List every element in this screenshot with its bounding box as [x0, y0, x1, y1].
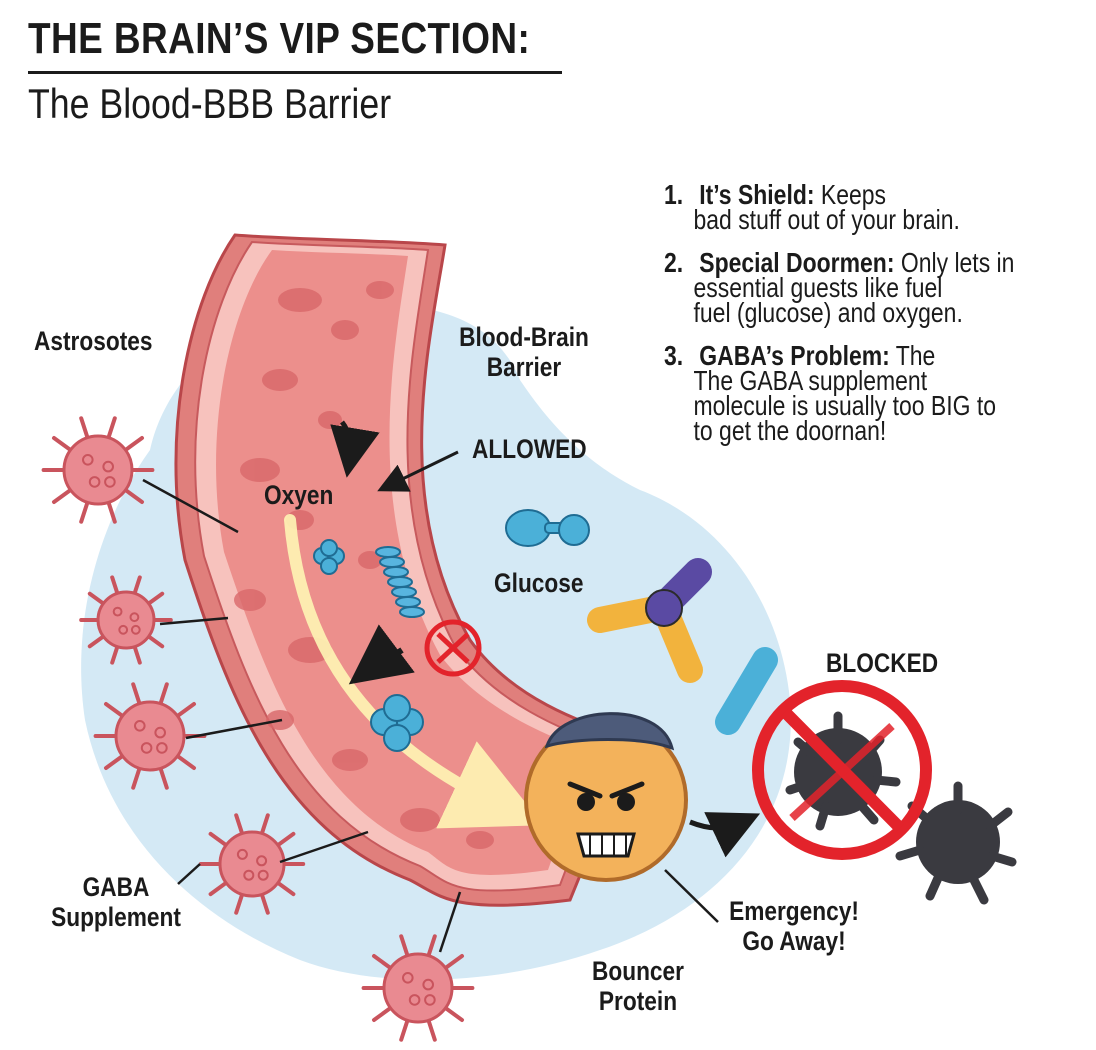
oxygen-molecule-icon-large [370, 694, 424, 752]
label-bouncer-line1: Bouncer [591, 956, 685, 986]
label-glucose: Glucose [494, 568, 584, 598]
flow-arrow [284, 514, 544, 829]
list-item-number: 1. [664, 179, 684, 210]
list-item-number: 2. [664, 247, 684, 278]
explanation-list: 1. It’s Shield: Keeps bad stuff out of y… [664, 179, 1090, 461]
no-entry-icon [424, 619, 482, 677]
virus-icon-second [895, 781, 1017, 905]
label-bouncer-line2: Protein [598, 986, 678, 1016]
blocked-sign-icon [752, 680, 932, 860]
list-item: 3. GABA’s Problem: The The GABA suppleme… [664, 340, 1090, 446]
gaba-molecule-icon [587, 558, 712, 683]
label-astrocytes: Astrosotes [34, 326, 153, 356]
label-bouncer-protein: Bouncer Protein [562, 956, 713, 1016]
oxygen-molecule-icon [313, 539, 345, 575]
list-item-heading: Special Doormen: [699, 247, 895, 278]
label-emergency-line1: Emergency! [729, 896, 859, 926]
list-item-continuation: bad stuff out of your brain. [693, 204, 960, 235]
label-gaba-line1: GABA [82, 872, 150, 902]
astrocyte-icon [198, 813, 306, 915]
oxygen-entry-arrow [330, 420, 380, 478]
label-emergency-line2: Go Away! [742, 926, 846, 956]
list-item-number: 3. [664, 340, 684, 371]
label-oxygen: Oxyen [264, 480, 334, 510]
astrocytes [41, 416, 475, 1042]
astrocyte-icon [93, 682, 207, 790]
list-item-heading: GABA’s Problem: [699, 340, 890, 371]
inward-arrow [348, 624, 415, 685]
glucose-molecule-icon [505, 509, 590, 547]
page-title: THE BRAIN’S VIP SECTION: [28, 14, 531, 63]
list-item-text: The [889, 340, 936, 371]
list-item-heading: It’s Shield: [699, 179, 815, 210]
eject-arrow [689, 812, 761, 858]
label-gaba-line2: Supplement [51, 902, 181, 932]
allowed-pointer-arrow [377, 450, 459, 492]
list-item-text: Only lets in [894, 247, 1015, 278]
astrocyte-icon [41, 416, 155, 524]
label-emergency: Emergency! Go Away! [718, 896, 869, 956]
label-blocked: BLOCKED [826, 648, 939, 678]
list-item-text: Keeps [814, 179, 886, 210]
bouncer-protein-icon [524, 712, 688, 882]
page-subtitle: The Blood-BBB Barrier [28, 80, 392, 127]
astrocyte-icon [79, 575, 173, 665]
title-underline [28, 71, 562, 74]
label-bbb-line1: Blood-Brain [459, 322, 589, 352]
label-bbb-line2: Barrier [486, 352, 562, 382]
list-item: 1. It’s Shield: Keeps bad stuff out of y… [664, 179, 1090, 235]
list-item-continuation: The GABA supplement molecule is usually … [693, 365, 996, 446]
list-item-continuation: essential guests like fuel fuel (glucose… [693, 272, 963, 328]
label-gaba-supplement: GABA Supplement [40, 872, 191, 932]
astrocyte-icon [361, 934, 475, 1042]
transporter-channel [375, 546, 425, 618]
list-item: 2. Special Doormen: Only lets in essenti… [664, 247, 1090, 328]
label-blood-brain-barrier: Blood-Brain Barrier [440, 322, 608, 382]
label-allowed: ALLOWED [472, 434, 587, 464]
gaba-molecule-icon-blue [715, 647, 778, 735]
leader-lines [142, 478, 719, 953]
